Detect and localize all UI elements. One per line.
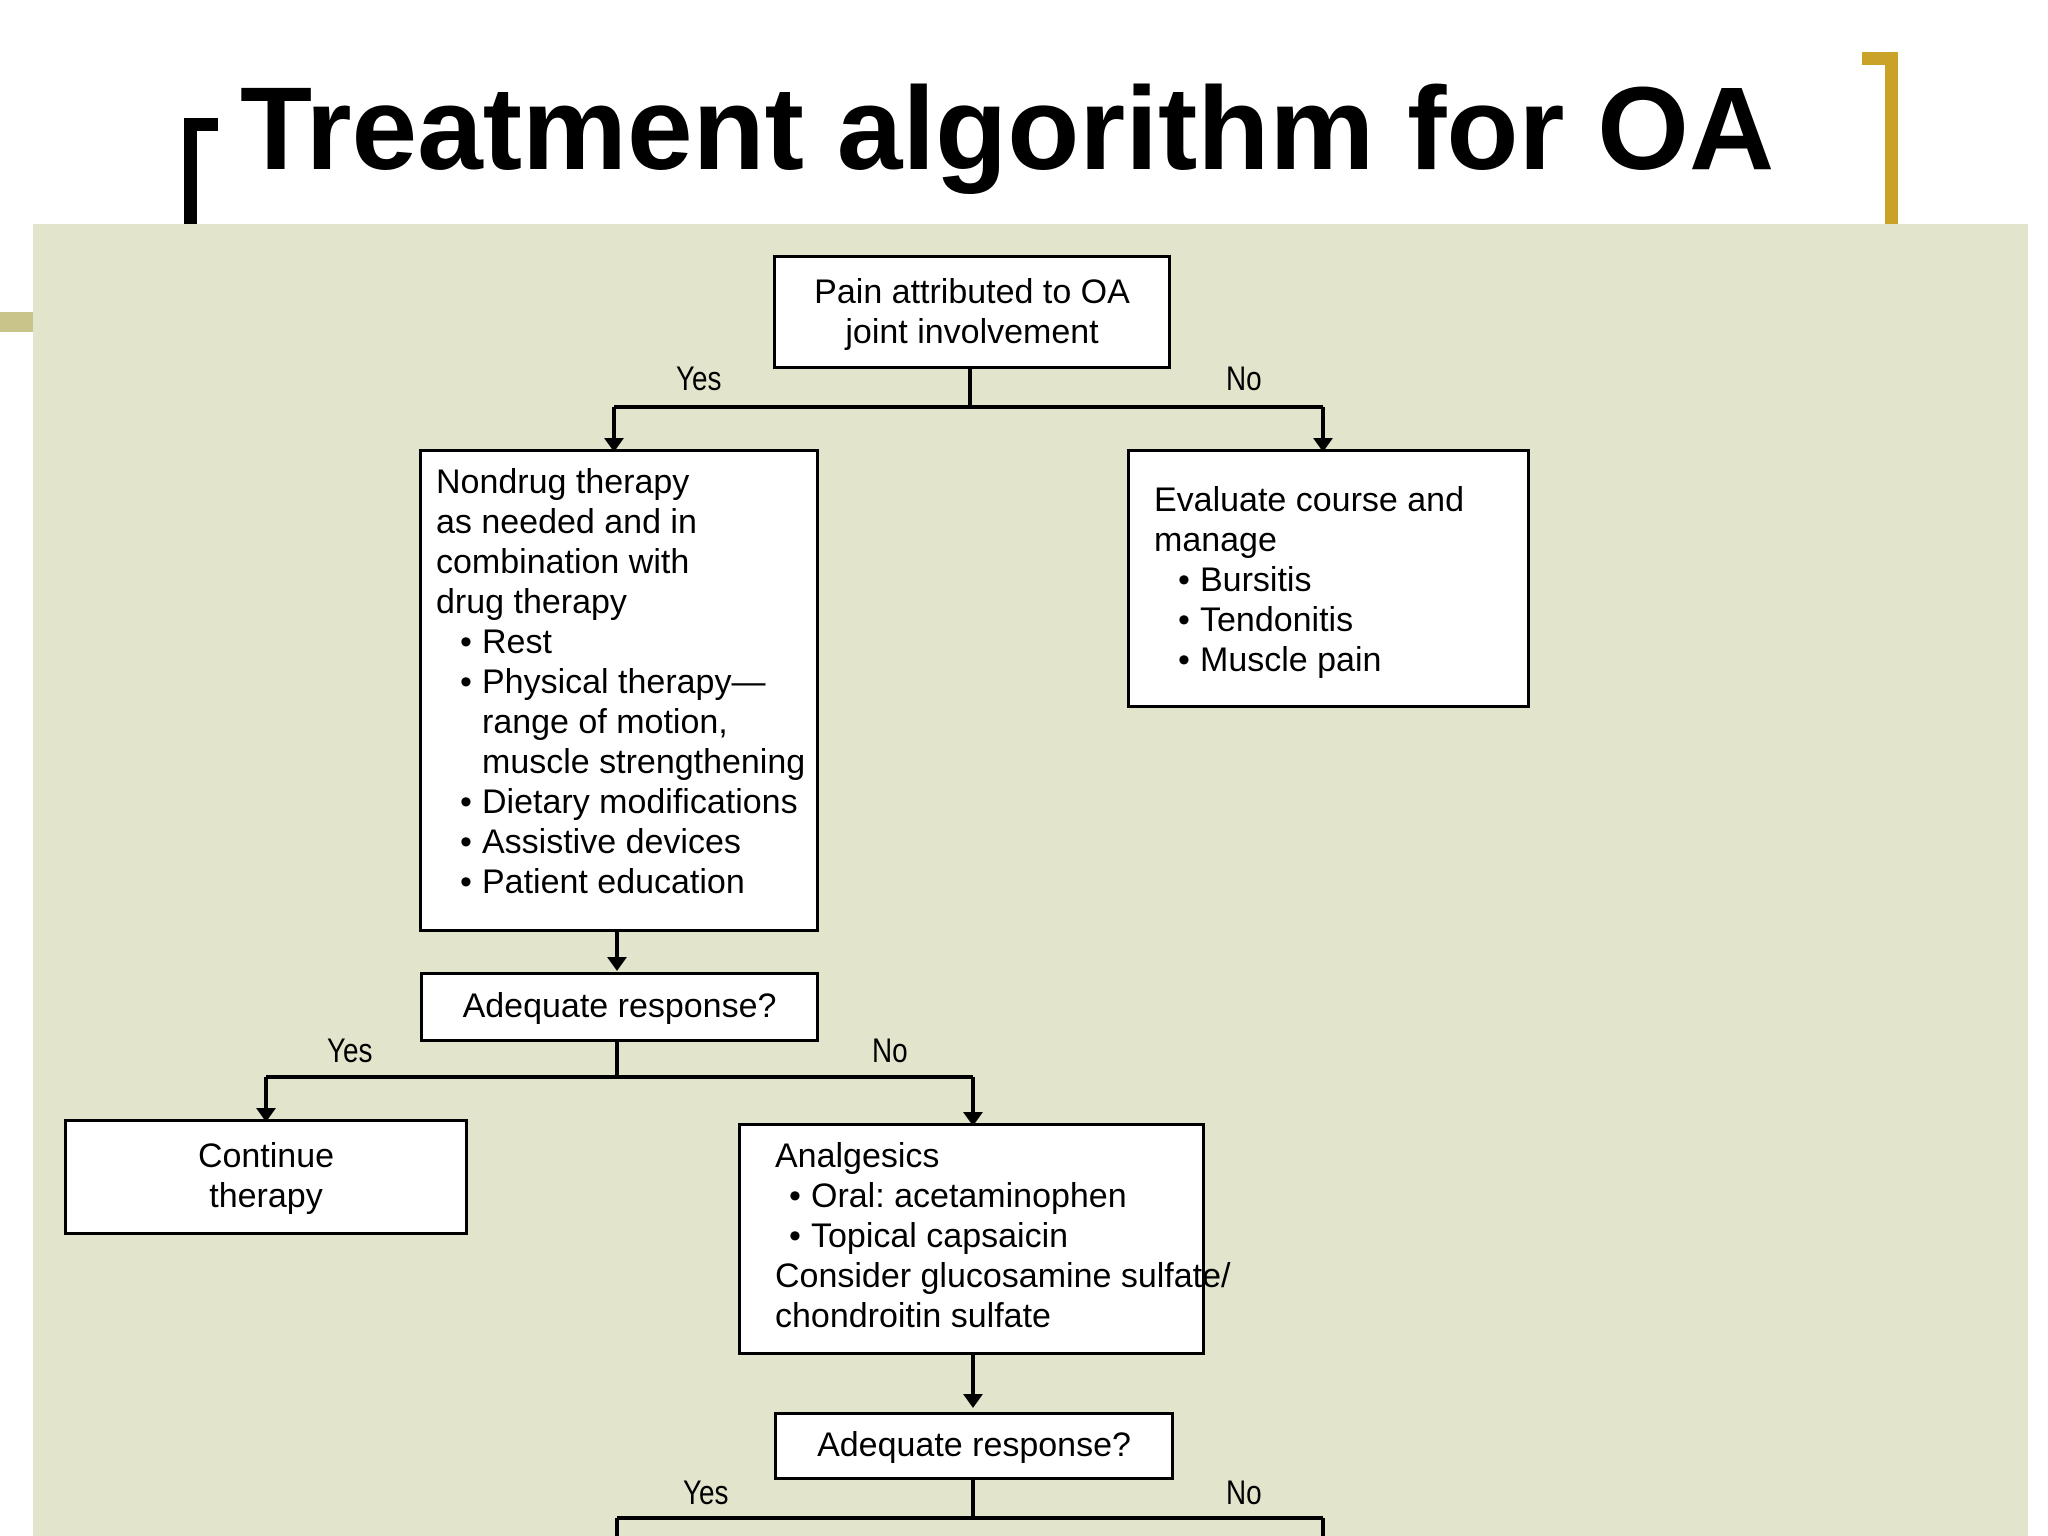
arrowhead-evaluate bbox=[1313, 438, 1333, 452]
arrowhead-nondrug bbox=[604, 438, 624, 452]
response-1-node: Adequate response? bbox=[420, 972, 819, 1042]
bracket-right-stem bbox=[1885, 52, 1898, 224]
nondrug-item-physical-therapy-cont-2: muscle strengthening bbox=[482, 743, 806, 781]
nondrug-item-dietary: Dietary modifications bbox=[436, 782, 816, 822]
label-root-yes: Yes bbox=[676, 360, 722, 398]
label-response2-no: No bbox=[1226, 1474, 1262, 1512]
label-response1-yes: Yes bbox=[327, 1032, 373, 1070]
nondrug-item-education: Patient education bbox=[436, 862, 816, 902]
response-2-node: Adequate response? bbox=[774, 1412, 1174, 1480]
label-root-no: No bbox=[1226, 360, 1262, 398]
nondrug-line-1: Nondrug therapy bbox=[436, 463, 690, 501]
evaluate-line-1: Evaluate course and bbox=[1154, 481, 1464, 519]
response-1-text: Adequate response? bbox=[462, 987, 777, 1025]
nondrug-item-rest: Rest bbox=[436, 622, 816, 662]
continue-line-1: Continue bbox=[197, 1137, 335, 1175]
nondrug-item-physical-therapy: Physical therapy— bbox=[436, 662, 816, 702]
label-response2-yes: Yes bbox=[683, 1474, 729, 1512]
analgesics-item-topical: Topical capsaicin bbox=[775, 1216, 1202, 1256]
arrowhead-response1 bbox=[607, 957, 627, 971]
evaluate-item-bursitis: Bursitis bbox=[1154, 560, 1527, 600]
label-response1-no: No bbox=[872, 1032, 908, 1070]
accent-bar bbox=[0, 312, 36, 332]
arrowhead-continue bbox=[256, 1108, 276, 1122]
root-line-2: joint involvement bbox=[845, 313, 1099, 351]
analgesics-node: Analgesics Oral: acetaminophen Topical c… bbox=[738, 1123, 1231, 1355]
nondrug-item-assistive: Assistive devices bbox=[436, 822, 816, 862]
evaluate-node: Evaluate course and manage Bursitis Tend… bbox=[1127, 449, 1530, 708]
bracket-left-arm bbox=[184, 118, 218, 131]
response-2-text: Adequate response? bbox=[817, 1426, 1131, 1464]
nondrug-line-4: drug therapy bbox=[436, 583, 627, 621]
bracket-left-stem bbox=[184, 118, 197, 230]
analgesics-line-1: Analgesics bbox=[775, 1137, 940, 1175]
evaluate-item-tendonitis: Tendonitis bbox=[1154, 600, 1527, 640]
root-line-1: Pain attributed to OA bbox=[814, 273, 1130, 311]
nondrug-therapy-node: Nondrug therapy as needed and in combina… bbox=[419, 449, 819, 932]
analgesics-footer-1: Consider glucosamine sulfate/ bbox=[775, 1257, 1231, 1295]
analgesics-footer-2: chondroitin sulfate bbox=[775, 1297, 1051, 1335]
nondrug-line-3: combination with bbox=[436, 543, 690, 581]
analgesics-item-oral: Oral: acetaminophen bbox=[775, 1176, 1202, 1216]
continue-therapy-node: Continue therapy bbox=[64, 1119, 468, 1235]
continue-line-2: therapy bbox=[209, 1177, 323, 1215]
arrowhead-analgesics bbox=[963, 1112, 983, 1126]
nondrug-line-2: as needed and in bbox=[436, 503, 697, 541]
root-node: Pain attributed to OA joint involvement bbox=[773, 255, 1171, 369]
evaluate-item-muscle-pain: Muscle pain bbox=[1154, 640, 1527, 680]
evaluate-line-2: manage bbox=[1154, 521, 1277, 559]
slide-title: Treatment algorithm for OA bbox=[240, 63, 1775, 195]
bracket-right-arm bbox=[1862, 52, 1898, 65]
arrowhead-response2 bbox=[963, 1394, 983, 1408]
nondrug-item-physical-therapy-cont-1: range of motion, bbox=[482, 703, 728, 741]
